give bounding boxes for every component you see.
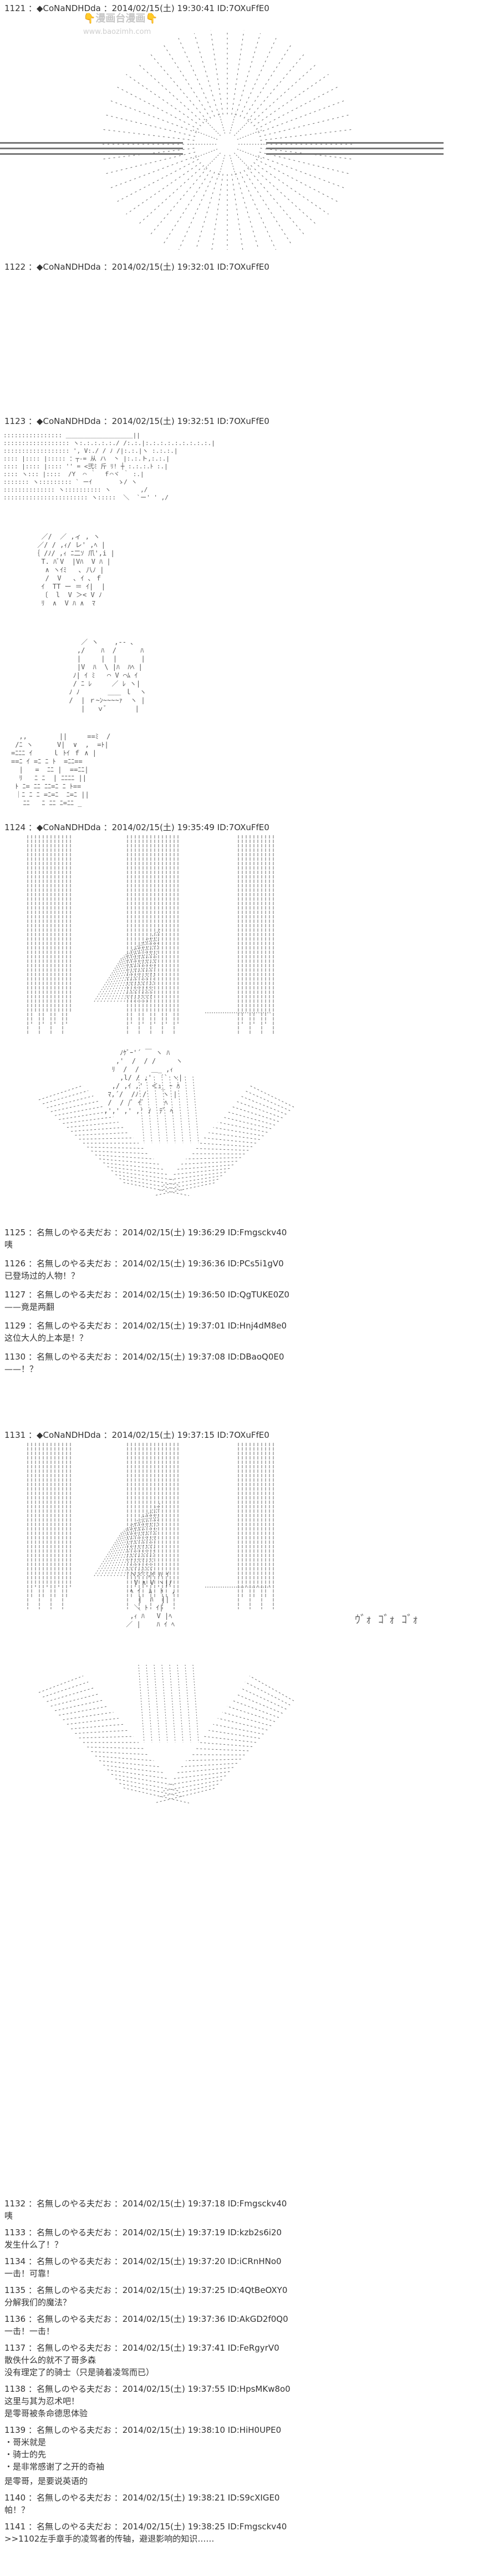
reply: 1132 ：名無しのやる夫だお ：2014/02/15(土) 19:37:18 … [4,2199,287,2221]
reply-list: 1132 ：名無しのやる夫だお ：2014/02/15(土) 19:37:18 … [4,2198,291,2545]
reply: 1134 ：名無しのやる夫だお ：2014/02/15(土) 19:37:20 … [4,2256,282,2279]
watermark: 👇漫画台漫画👇 www.baozimh.com [83,12,205,40]
reply: 1126 ：名無しのやる夫だお ：2014/02/15(土) 19:36:36 … [4,1259,284,1281]
post-header: 1122 ：◆CoNaNDHDda ：2014/02/15(土) 19:32:0… [4,262,269,272]
ascii-art-panel: :::::::::::::::: ＿＿＿＿＿＿＿＿＿＿＿|| :::::::::… [3,432,215,501]
reply: 1137 ：名無しのやる夫だお ：2014/02/15(土) 19:37:41 … [4,2343,279,2377]
sound-effect: ｳﾞｫ ｺﾞｫ ｺﾞｫ [355,1613,419,1626]
emoji-icon: 👇 [145,13,158,24]
reply: 1135 ：名無しのやる夫だお ：2014/02/15(土) 19:37:25 … [4,2285,288,2307]
ascii-art-panel: ,, || ==ﾐ / /ﾆ ヽ V| ∨ , =ﾄ| =ﾆﾆﾆ ｲ ｌ ﾄｲ … [11,733,111,807]
reply: 1130 ：名無しのやる夫だお ：2014/02/15(土) 19:37:08 … [4,1352,284,1374]
ascii-art-pillars [27,1443,274,1609]
reply: 1136 ：名無しのやる夫だお ：2014/02/15(土) 19:37:36 … [4,2314,288,2336]
ascii-art-panel: ／ ヽ ,-‐ 、 ,/ ﾊ / ﾊ | | | | |V ﾊ \ |ﾊ ﾊﾍ … [69,638,146,713]
reply: 1139 ：名無しのやる夫だお ：2014/02/15(土) 19:38:10 … [4,2425,282,2472]
ascii-art-figure [38,1076,294,1196]
post-header: 1123 ：◆CoNaNDHDda ：2014/02/15(土) 19:32:5… [4,416,269,426]
ascii-art-figure [38,1664,294,1804]
reply: 1127 ：名無しのやる夫だお ：2014/02/15(土) 19:36:50 … [4,1290,289,1312]
post-header: 1131 ：◆CoNaNDHDda ：2014/02/15(土) 19:37:1… [4,1430,269,1440]
watermark-url: www.baozimh.com [83,28,151,36]
reply: 1141 ：名無しのやる夫だお ：2014/02/15(土) 19:38:25 … [4,2522,287,2544]
emoji-icon: 👇 [83,13,96,24]
ascii-art-pillars [27,835,274,1035]
ascii-art-panel: ﾉｹﾞｰ'´ ￣ ヽ ﾊ ,' / / / ヽ ﾘ / / ＿_ ,ｨ ,l/ … [104,1049,183,1115]
post-header: 1121 ：◆CoNaNDHDda ：2014/02/15(土) 19:30:4… [4,3,269,13]
reply: 1129 ：名無しのやる夫だお ：2014/02/15(土) 19:37:01 … [4,1321,287,1343]
ascii-art-panel: ヽ／ ,ｲ ﾊ ｲ V ∧ V ヽ|ﾉ ﾍ ｲ ﾑ ﾄ , | ﾊ || ＼ ﾄ… [126,1570,176,1628]
reply: 1138 ：名無しのやる夫だお ：2014/02/15(土) 19:37:55 … [4,2384,291,2418]
reply: 是零哥，是要说英语的 [4,2476,88,2486]
ascii-art-panel: ／/ ／ ,ィ , ヽ ／/ / ,ｨ/ レ' ,ﾍ | ｛ /ﾉ/ ,ｨ ﾆ二… [33,533,115,607]
reply-list: 1125 ：名無しのやる夫だお ：2014/02/15(土) 19:36:29 … [4,1226,289,1375]
reply: 1133 ：名無しのやる夫だお ：2014/02/15(土) 19:37:19 … [4,2228,282,2250]
ascii-art-radial-burst [0,29,444,250]
reply: 1140 ：名無しのやる夫だお ：2014/02/15(土) 19:38:21 … [4,2493,280,2515]
reply: 1125 ：名無しのやる夫だお ：2014/02/15(土) 19:36:29 … [4,1228,287,1250]
post-header: 1124 ：◆CoNaNDHDda ：2014/02/15(土) 19:35:4… [4,822,269,832]
